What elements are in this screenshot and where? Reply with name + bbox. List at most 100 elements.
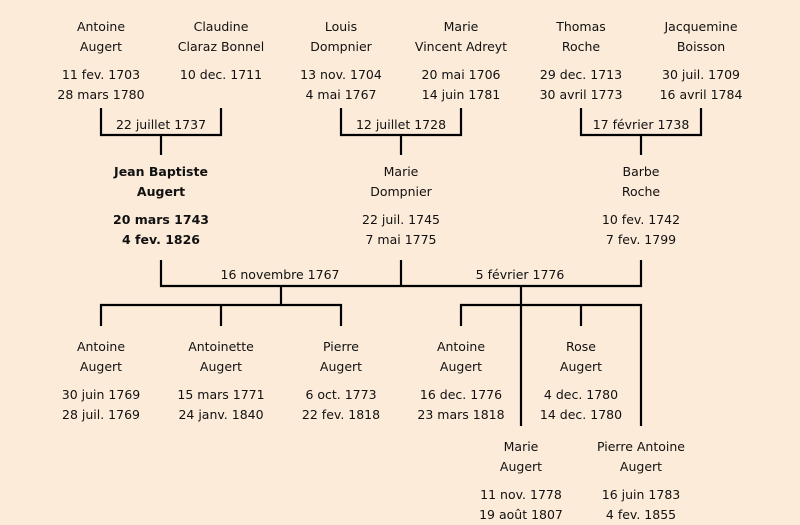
person-birth-date: 20 mai 1706 (421, 67, 501, 82)
person-first-name: Pierre (323, 339, 359, 354)
person-birth-date: 13 nov. 1704 (300, 67, 382, 82)
person-death-date: 4 fev. 1826 (122, 232, 200, 247)
person-death-date: 7 mai 1775 (365, 232, 437, 247)
person-death-date: 14 dec. 1780 (539, 407, 623, 422)
person-dates: 20 mars 1743 4 fev. 1826 (91, 210, 231, 250)
person-last-name: Dompnier (310, 39, 372, 54)
marriage-date: 17 février 1738 (592, 117, 690, 132)
person-first-name: Antoine (76, 19, 126, 34)
person-first-name: Pierre Antoine (597, 439, 685, 454)
person-dates: 29 dec. 1713 30 avril 1773 (511, 65, 651, 105)
person-first-name: Marie (383, 164, 419, 179)
person-last-name: Augert (79, 359, 123, 374)
marriage-bracket-parents (159, 260, 643, 288)
person-first-name: Marie (443, 19, 479, 34)
person-dates: 10 dec. 1711 (151, 65, 291, 85)
person-last-name: Augert (136, 184, 186, 199)
person-birth-date: 6 oct. 1773 (305, 387, 377, 402)
person-first-name: Louis (324, 19, 358, 34)
person-birth-date: 29 dec. 1713 (539, 67, 623, 82)
marriage-bracket-roche-boisson (579, 108, 703, 155)
person-death-date: 7 fev. 1799 (605, 232, 677, 247)
person-first-name: Antoinette (188, 339, 254, 354)
person-last-name: Augert (619, 459, 663, 474)
person-birth-date: 20 mars 1743 (113, 212, 209, 227)
person-death-date: 4 mai 1767 (305, 87, 377, 102)
person-first-name: Jean Baptiste (114, 164, 208, 179)
marriage-date: 16 novembre 1767 (220, 267, 340, 282)
person-birth-date: 10 dec. 1711 (179, 67, 263, 82)
person-birth-date: 11 nov. 1778 (480, 487, 562, 502)
person-birth-date: 30 juin 1769 (61, 387, 141, 402)
person-last-name: Vincent Adreyt (414, 39, 508, 54)
person-birth-date: 30 juil. 1709 (662, 67, 740, 82)
person-first-name: Claudine (193, 19, 249, 34)
person-last-name: Augert (559, 359, 603, 374)
person-last-name: Boisson (676, 39, 726, 54)
person-death-date: 14 juin 1781 (421, 87, 501, 102)
person-first-name: Rose (566, 339, 596, 354)
person-dates: 11 fev. 1703 28 mars 1780 (31, 65, 171, 105)
person-last-name: Dompnier (370, 184, 432, 199)
person-last-name: Augert (79, 39, 123, 54)
person-dates: 30 juil. 1709 16 avril 1784 (631, 65, 771, 105)
person-dates: 22 juil. 1745 7 mai 1775 (331, 210, 471, 250)
person-dates: 16 dec. 1776 23 mars 1818 (391, 385, 531, 425)
person-birth-date: 10 fev. 1742 (601, 212, 681, 227)
marriage-date: 22 juillet 1737 (115, 117, 207, 132)
person-first-name: Thomas (556, 19, 606, 34)
marriage-bracket-dompnier-vincent (339, 108, 463, 155)
person-first-name: Antoine (436, 339, 486, 354)
person-dates: 6 oct. 1773 22 fev. 1818 (271, 385, 411, 425)
marriage-date: 12 juillet 1728 (355, 117, 447, 132)
person-birth-date: 16 dec. 1776 (419, 387, 503, 402)
person-dates: 10 fev. 1742 7 fev. 1799 (571, 210, 711, 250)
person-birth-date: 11 fev. 1703 (61, 67, 141, 82)
children-connector-second-marriage (459, 286, 643, 426)
person-dates: 20 mai 1706 14 juin 1781 (391, 65, 531, 105)
person-death-date: 24 janv. 1840 (178, 407, 264, 422)
person-last-name: Roche (621, 184, 661, 199)
person-death-date: 28 mars 1780 (57, 87, 145, 102)
person-last-name: Augert (319, 359, 363, 374)
person-death-date: 4 fev. 1855 (605, 507, 677, 522)
person-first-name: Marie (503, 439, 539, 454)
person-birth-date: 4 dec. 1780 (543, 387, 619, 402)
person-last-name: Roche (561, 39, 601, 54)
person-birth-date: 22 juil. 1745 (362, 212, 440, 227)
person-dates: 13 nov. 1704 4 mai 1767 (271, 65, 411, 105)
person-first-name: Jacquemine (664, 19, 738, 34)
person-first-name: Barbe (622, 164, 660, 179)
person-first-name: Antoine (76, 339, 126, 354)
person-death-date: 30 avril 1773 (539, 87, 623, 102)
person-death-date: 22 fev. 1818 (301, 407, 381, 422)
person-last-name: Augert (499, 459, 543, 474)
person-dates: 16 juin 1783 4 fev. 1855 (571, 485, 711, 525)
person-death-date: 23 mars 1818 (417, 407, 505, 422)
person-death-date: 16 avril 1784 (659, 87, 743, 102)
person-dates: 4 dec. 1780 14 dec. 1780 (511, 385, 651, 425)
person-birth-date: 16 juin 1783 (601, 487, 681, 502)
children-connector-first-marriage (99, 286, 343, 326)
marriage-bracket-augert-claraz (99, 108, 223, 155)
